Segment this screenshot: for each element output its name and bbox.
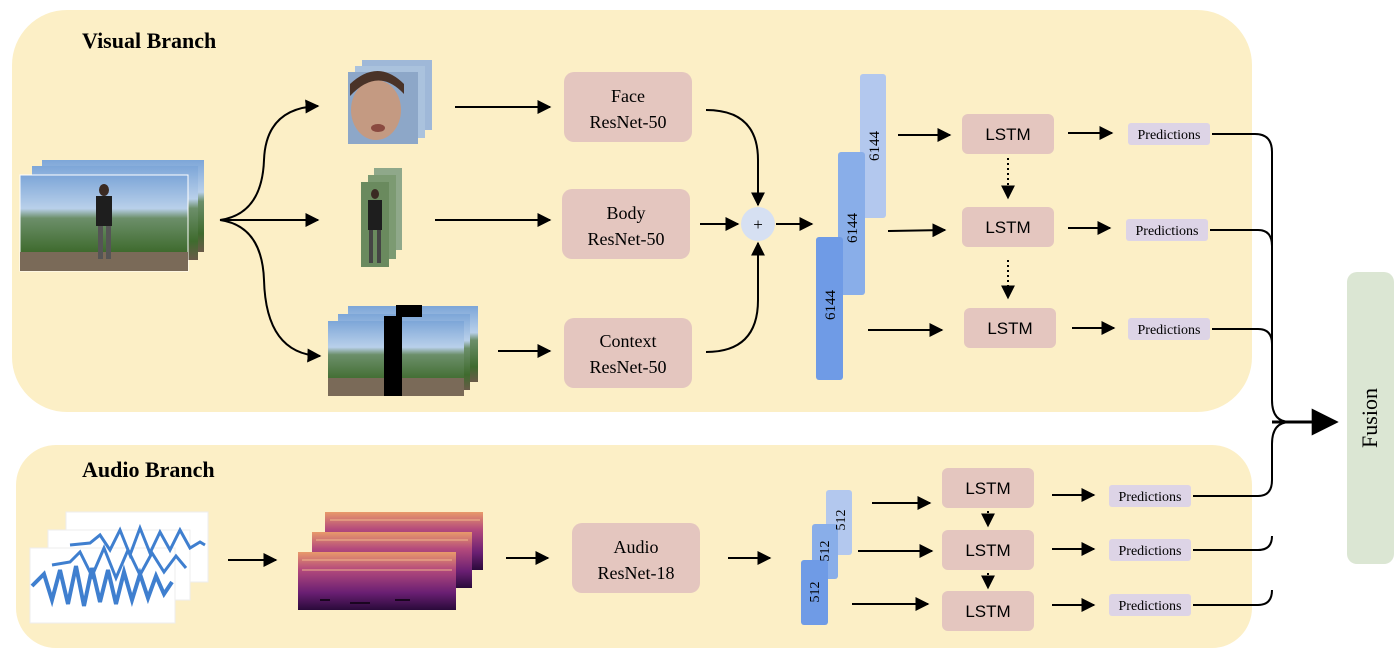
- waveform-icon: [29, 511, 209, 624]
- audio-model-name: Audio: [614, 537, 659, 557]
- audio-prediction-label-1: Predictions: [1119, 490, 1182, 505]
- audio-prediction-label-3: Predictions: [1119, 599, 1182, 614]
- visual-dim-label-1: 6144: [823, 290, 839, 321]
- audio-feature-to-lstm-arrows: [852, 496, 934, 611]
- body-model-arch: ResNet-50: [588, 229, 665, 249]
- context-frame-icon: [328, 305, 478, 396]
- audio-feature-vector-1: [801, 560, 828, 625]
- face-model-arch: ResNet-50: [590, 112, 667, 132]
- visual-lstm-label-2: LSTM: [985, 218, 1030, 237]
- visual-prediction-3: Predictions: [1128, 318, 1210, 340]
- audio-prediction-3: Predictions: [1109, 594, 1191, 616]
- input-split-arrows: [219, 99, 322, 363]
- audio-lstm-1: LSTM: [942, 468, 1034, 508]
- visual-lstm-3: LSTM: [964, 308, 1056, 348]
- audio-dim-label-2: 512: [818, 541, 833, 562]
- audio-dim-label-1: 512: [808, 582, 823, 603]
- audio-lstm-2: LSTM: [942, 530, 1034, 570]
- fusion-label: Fusion: [1357, 388, 1382, 448]
- audio-lstm-label-3: LSTM: [965, 602, 1010, 621]
- context-model-name: Context: [600, 331, 657, 351]
- visual-lstm-label-3: LSTM: [987, 319, 1032, 338]
- audio-model-arch: ResNet-18: [598, 563, 675, 583]
- body-resnet-box: Body ResNet-50: [562, 189, 690, 259]
- audio-lstm-label-1: LSTM: [965, 479, 1010, 498]
- context-model-arch: ResNet-50: [590, 357, 667, 377]
- audio-resnet-box: Audio ResNet-18: [572, 523, 700, 593]
- visual-lstm-2: LSTM: [962, 207, 1054, 247]
- sum-node: +: [741, 207, 775, 241]
- audio-prediction-label-2: Predictions: [1119, 544, 1182, 559]
- audio-dim-label-3: 512: [834, 510, 849, 531]
- visual-prediction-label-3: Predictions: [1138, 323, 1201, 338]
- fusion-box: Fusion: [1347, 272, 1394, 564]
- crop-to-model-arrows: [435, 100, 552, 358]
- visual-prediction-label-2: Predictions: [1136, 224, 1199, 239]
- audio-prediction-1: Predictions: [1109, 485, 1191, 507]
- context-resnet-box: Context ResNet-50: [564, 318, 692, 388]
- model-to-sum-arrows: [700, 109, 814, 353]
- audio-prediction-2: Predictions: [1109, 539, 1191, 561]
- visual-lstm-to-pred-arrows: [1068, 126, 1116, 335]
- visual-feature-to-lstm-arrows: [868, 128, 952, 337]
- audio-lstm-label-2: LSTM: [965, 541, 1010, 560]
- audio-feature-vectors: 512 512 512: [801, 490, 852, 625]
- audio-input-arrows: [228, 551, 772, 567]
- visual-dim-label-2: 6144: [845, 213, 861, 244]
- visual-prediction-2: Predictions: [1126, 219, 1208, 241]
- video-frames-icon: [19, 160, 204, 272]
- visual-feature-vector-3: [860, 74, 886, 218]
- body-model-name: Body: [606, 203, 645, 223]
- spectrogram-icon: [298, 512, 483, 610]
- visual-prediction-label-1: Predictions: [1138, 128, 1201, 143]
- sum-symbol: +: [753, 215, 763, 234]
- face-resnet-box: Face ResNet-50: [564, 72, 692, 142]
- visual-lstm-label-1: LSTM: [985, 125, 1030, 144]
- visual-feature-vectors: 6144 6144 6144: [816, 74, 886, 380]
- predictions-to-fusion-connectors: [1193, 133, 1339, 606]
- audio-lstm-to-pred-arrows: [1052, 488, 1096, 612]
- visual-feature-vector-1: [816, 237, 843, 380]
- visual-branch-title: Visual Branch: [82, 28, 216, 53]
- body-crop-icon: [361, 168, 402, 267]
- audio-lstm-3: LSTM: [942, 591, 1034, 631]
- visual-prediction-1: Predictions: [1128, 123, 1210, 145]
- visual-dim-label-3: 6144: [867, 131, 883, 162]
- audio-branch-title: Audio Branch: [82, 457, 215, 482]
- visual-lstm-1: LSTM: [962, 114, 1054, 154]
- visual-feature-vector-2: [838, 152, 865, 295]
- face-crop-icon: [348, 60, 432, 144]
- face-model-name: Face: [611, 86, 645, 106]
